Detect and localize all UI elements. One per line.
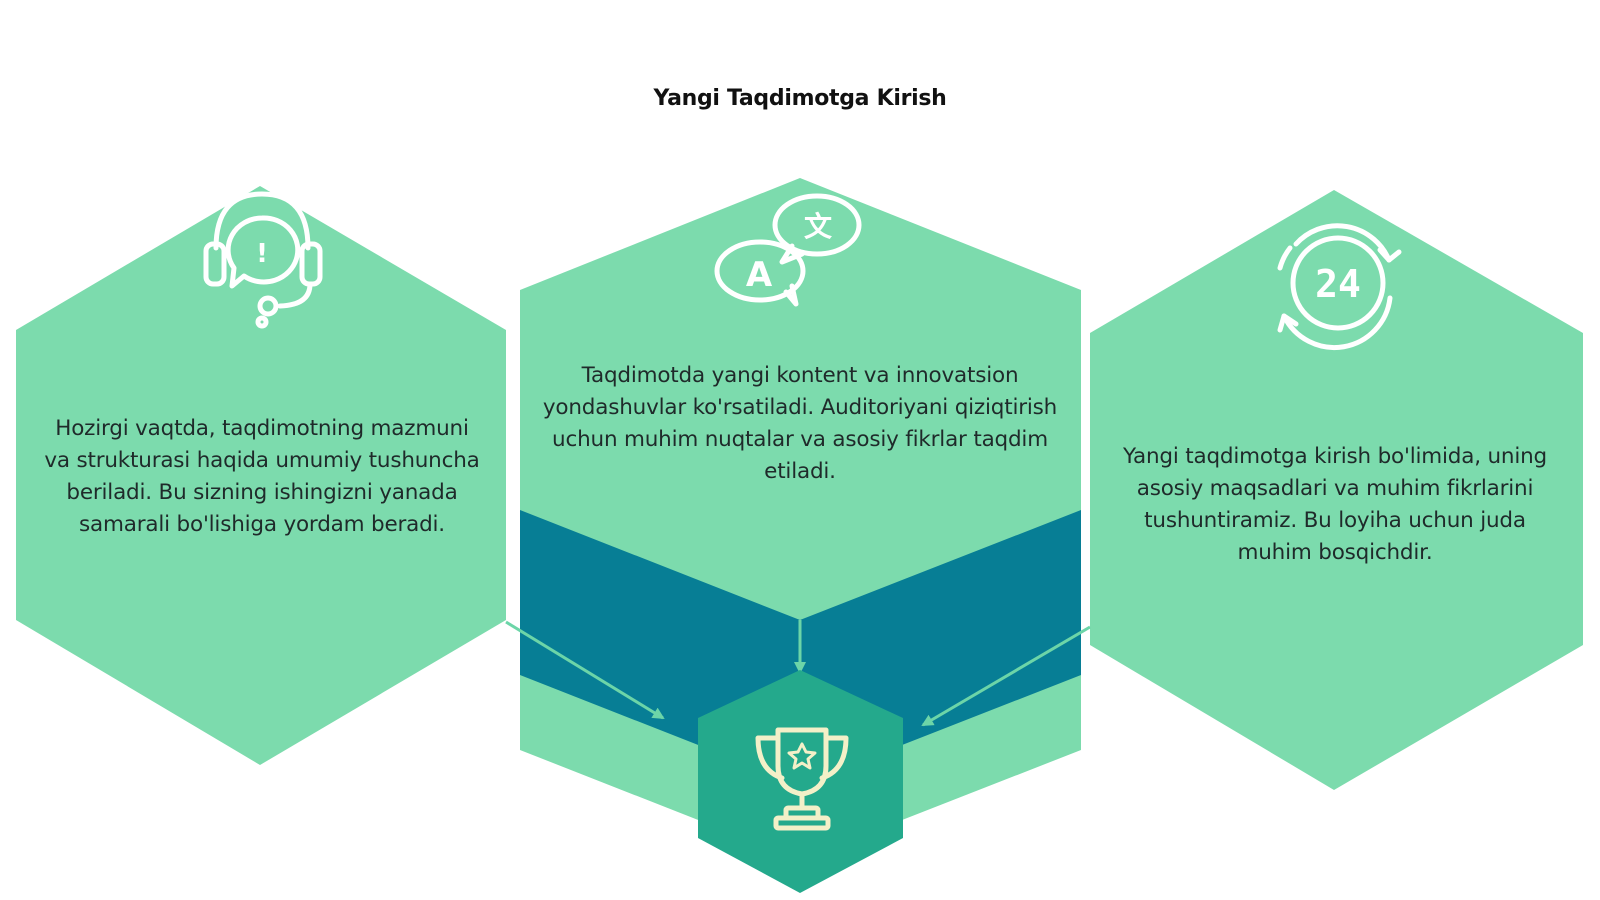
clock-24-hours-icon	[1277, 223, 1402, 350]
page-title: Yangi Taqdimotga Kirish	[653, 86, 947, 111]
hexagon-goal	[698, 670, 903, 893]
translate-glyph-a: A	[746, 255, 773, 295]
translate-glyph-x: 文	[804, 210, 832, 243]
clock-24-glyph: 24	[1315, 262, 1361, 306]
headset-mark-glyph: !	[256, 239, 268, 269]
headset-support-icon	[203, 191, 323, 329]
arrow-left-to-goal	[505, 620, 665, 720]
translate-speech-icon	[714, 193, 862, 307]
hexagon-right-text: Yangi taqdimotga kirish bo'limida, uning…	[1123, 444, 1547, 565]
arrow-right-to-goal	[921, 625, 1091, 727]
hexagon-center-text: Taqdimotda yangi kontent va innovatsion …	[542, 363, 1058, 484]
hexagon-left	[16, 186, 506, 765]
hexagon-left-text: Hozirgi vaqtda, taqdimotning mazmuni va …	[44, 416, 480, 537]
hexagon-right	[1090, 190, 1583, 790]
trophy-icon	[755, 727, 849, 831]
